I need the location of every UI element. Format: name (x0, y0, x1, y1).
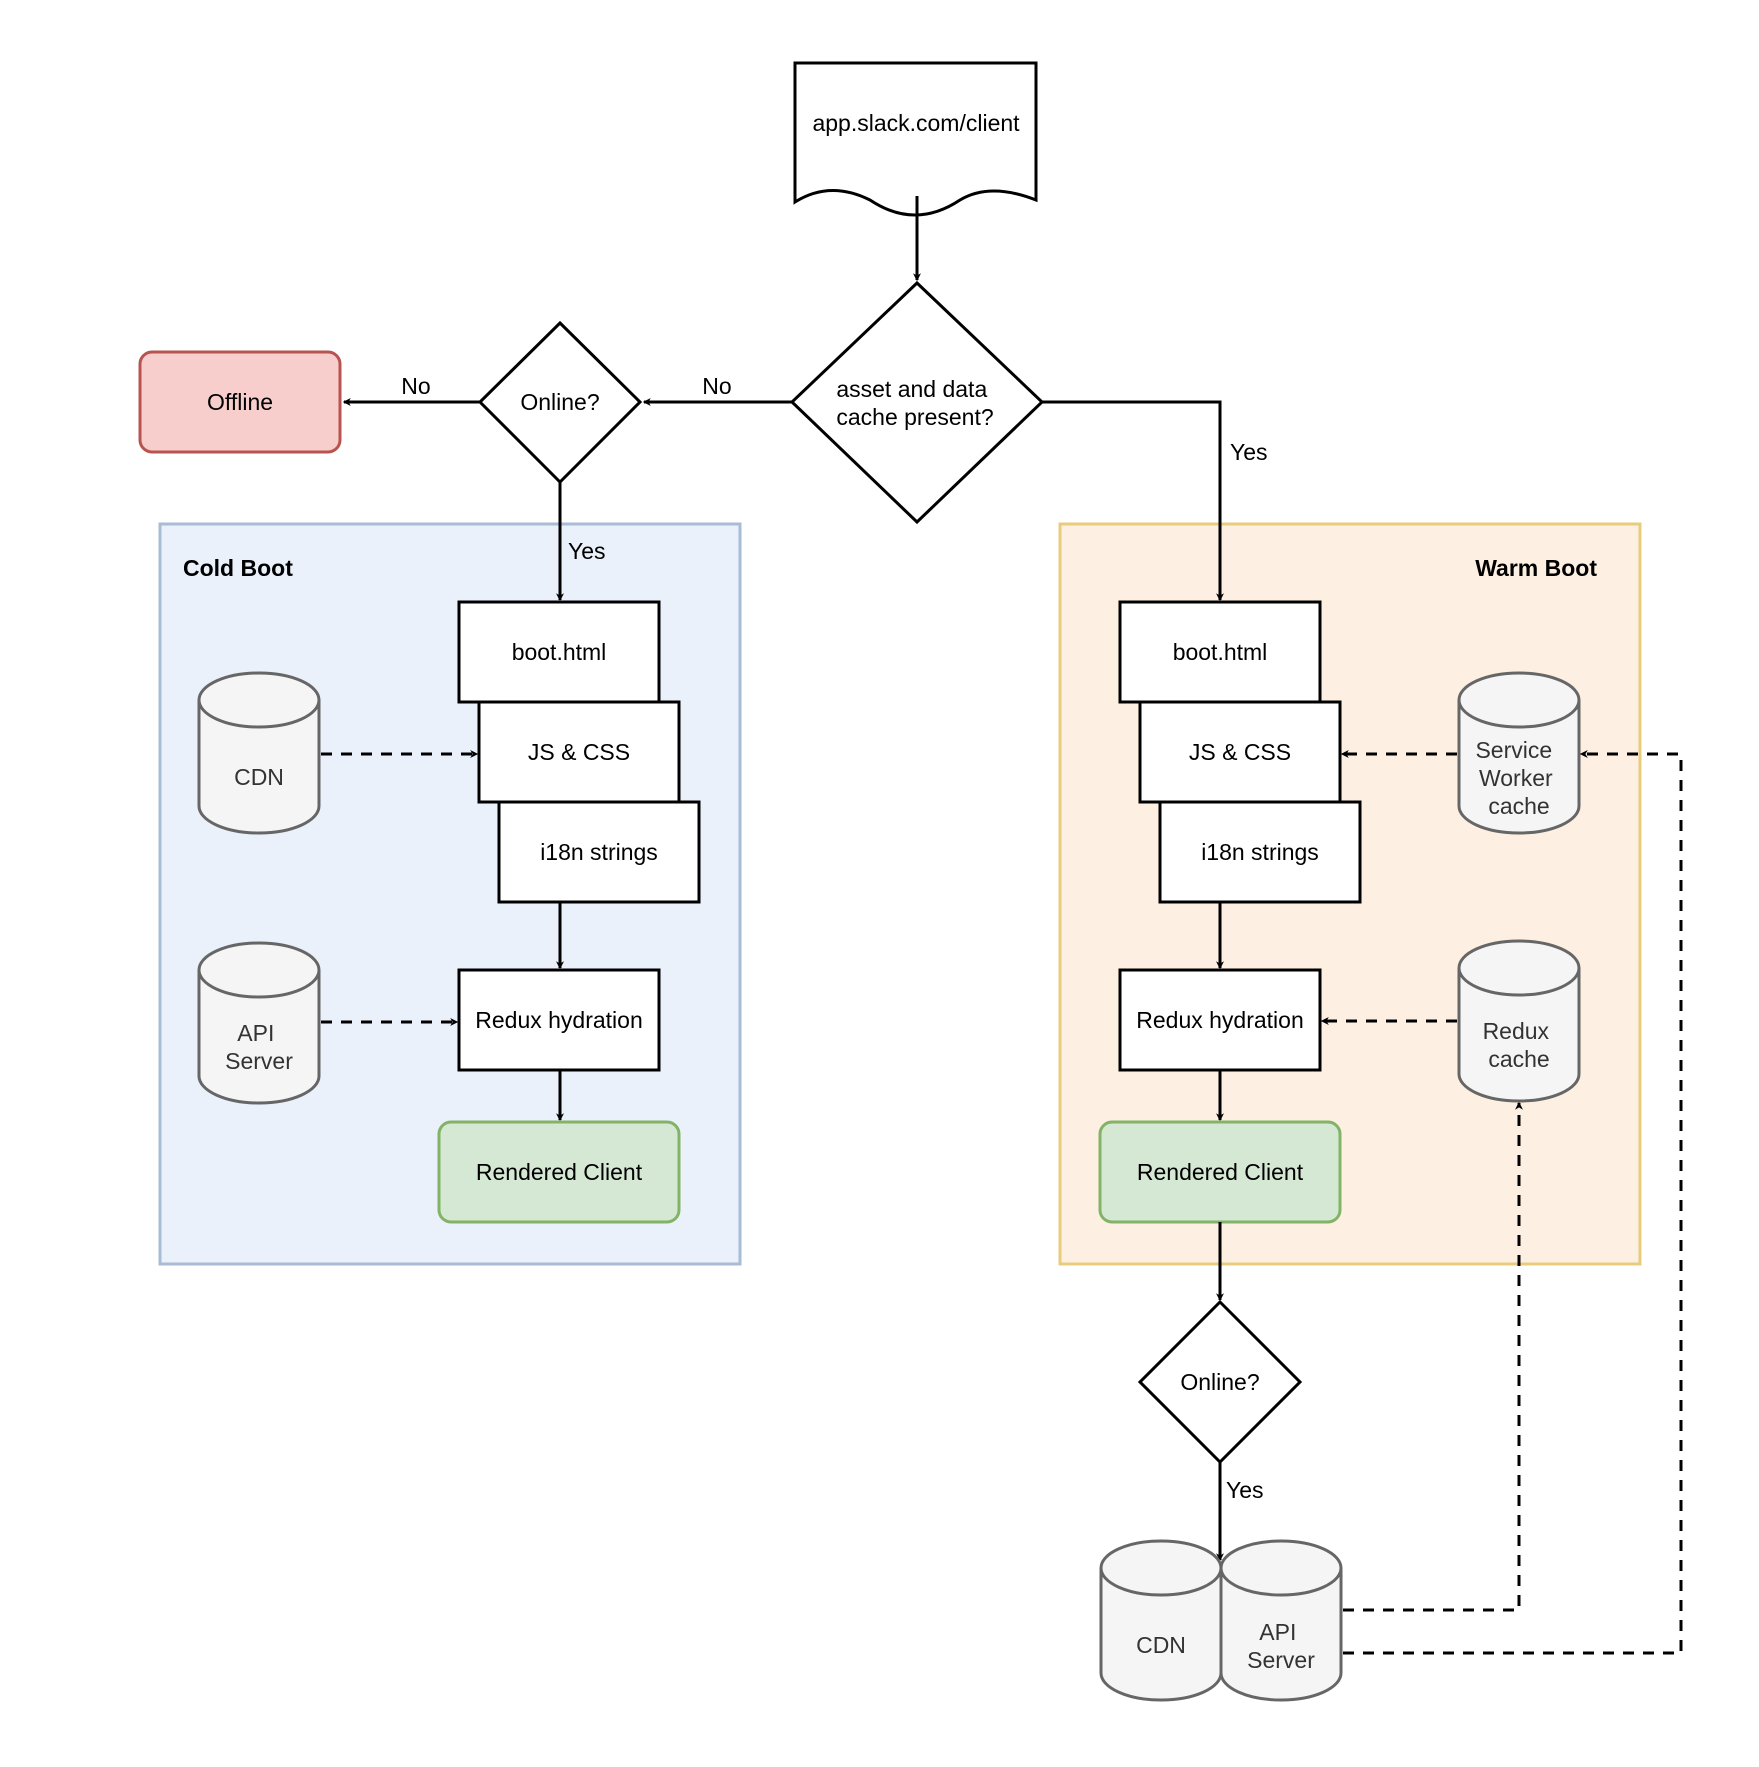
redux-cache-database[interactable] (1457, 939, 1581, 1103)
warm-boot-title: Warm Boot (1475, 555, 1597, 581)
warm-redux-label: Redux hydration (1136, 1007, 1304, 1033)
cold-rendered-client[interactable] (437, 1120, 681, 1224)
edge-label-no-cache: No (702, 373, 731, 399)
cold-jscss-label: JS & CSS (528, 739, 630, 765)
cold-cdn-label: CDN (234, 764, 284, 790)
warm-i18n-box[interactable] (1158, 800, 1362, 904)
warm-boot-html-box[interactable] (1118, 600, 1322, 704)
edge-label-yes-online-top: Yes (568, 538, 606, 564)
cold-boot-html-label: boot.html (512, 639, 607, 665)
network-cdn-database[interactable] (1099, 1539, 1223, 1702)
cold-boot-title: Cold Boot (183, 555, 293, 581)
cold-api-server-database[interactable] (197, 941, 321, 1105)
cold-i18n-label: i18n strings (540, 839, 658, 865)
network-api-label: API Server (1247, 1619, 1315, 1673)
offline-terminal[interactable] (138, 350, 342, 454)
cold-redux-box[interactable] (457, 968, 661, 1072)
cold-cdn-database[interactable] (197, 671, 321, 835)
service-worker-cache-database[interactable] (1457, 671, 1581, 835)
edge-label-no-online: No (401, 373, 430, 399)
cold-i18n-box[interactable] (497, 800, 701, 904)
network-api-server-database[interactable] (1219, 1539, 1343, 1702)
service-worker-cache-label: Service Worker cache (1475, 737, 1559, 819)
flow-api-to-sw-cache (1343, 750, 1683, 1655)
network-cdn-label: CDN (1136, 1632, 1186, 1658)
redux-cache-label: Redux cache (1483, 1018, 1556, 1072)
cache-present-label: asset and data cache present? (836, 376, 993, 430)
online-bottom-label: Online? (1180, 1369, 1259, 1395)
start-url-document[interactable] (793, 61, 1038, 217)
warm-redux-box[interactable] (1118, 968, 1322, 1072)
offline-label: Offline (207, 389, 273, 415)
edge-label-yes-online-bottom: Yes (1226, 1477, 1264, 1503)
start-url-label: app.slack.com/client (812, 110, 1020, 136)
cold-api-label: API Server (225, 1020, 293, 1074)
warm-boot-html-label: boot.html (1173, 639, 1268, 665)
flow-cache-yes (1042, 400, 1224, 602)
online-top-label: Online? (520, 389, 599, 415)
warm-i18n-label: i18n strings (1201, 839, 1319, 865)
edge-label-yes-cache: Yes (1230, 439, 1268, 465)
cold-rendered-label: Rendered Client (476, 1159, 643, 1185)
cold-boot-html-box[interactable] (457, 600, 661, 704)
warm-rendered-label: Rendered Client (1137, 1159, 1304, 1185)
cache-present-decision[interactable] (789, 280, 1045, 525)
cold-jscss-box[interactable] (477, 700, 681, 804)
cold-redux-label: Redux hydration (475, 1007, 643, 1033)
warm-jscss-label: JS & CSS (1189, 739, 1291, 765)
